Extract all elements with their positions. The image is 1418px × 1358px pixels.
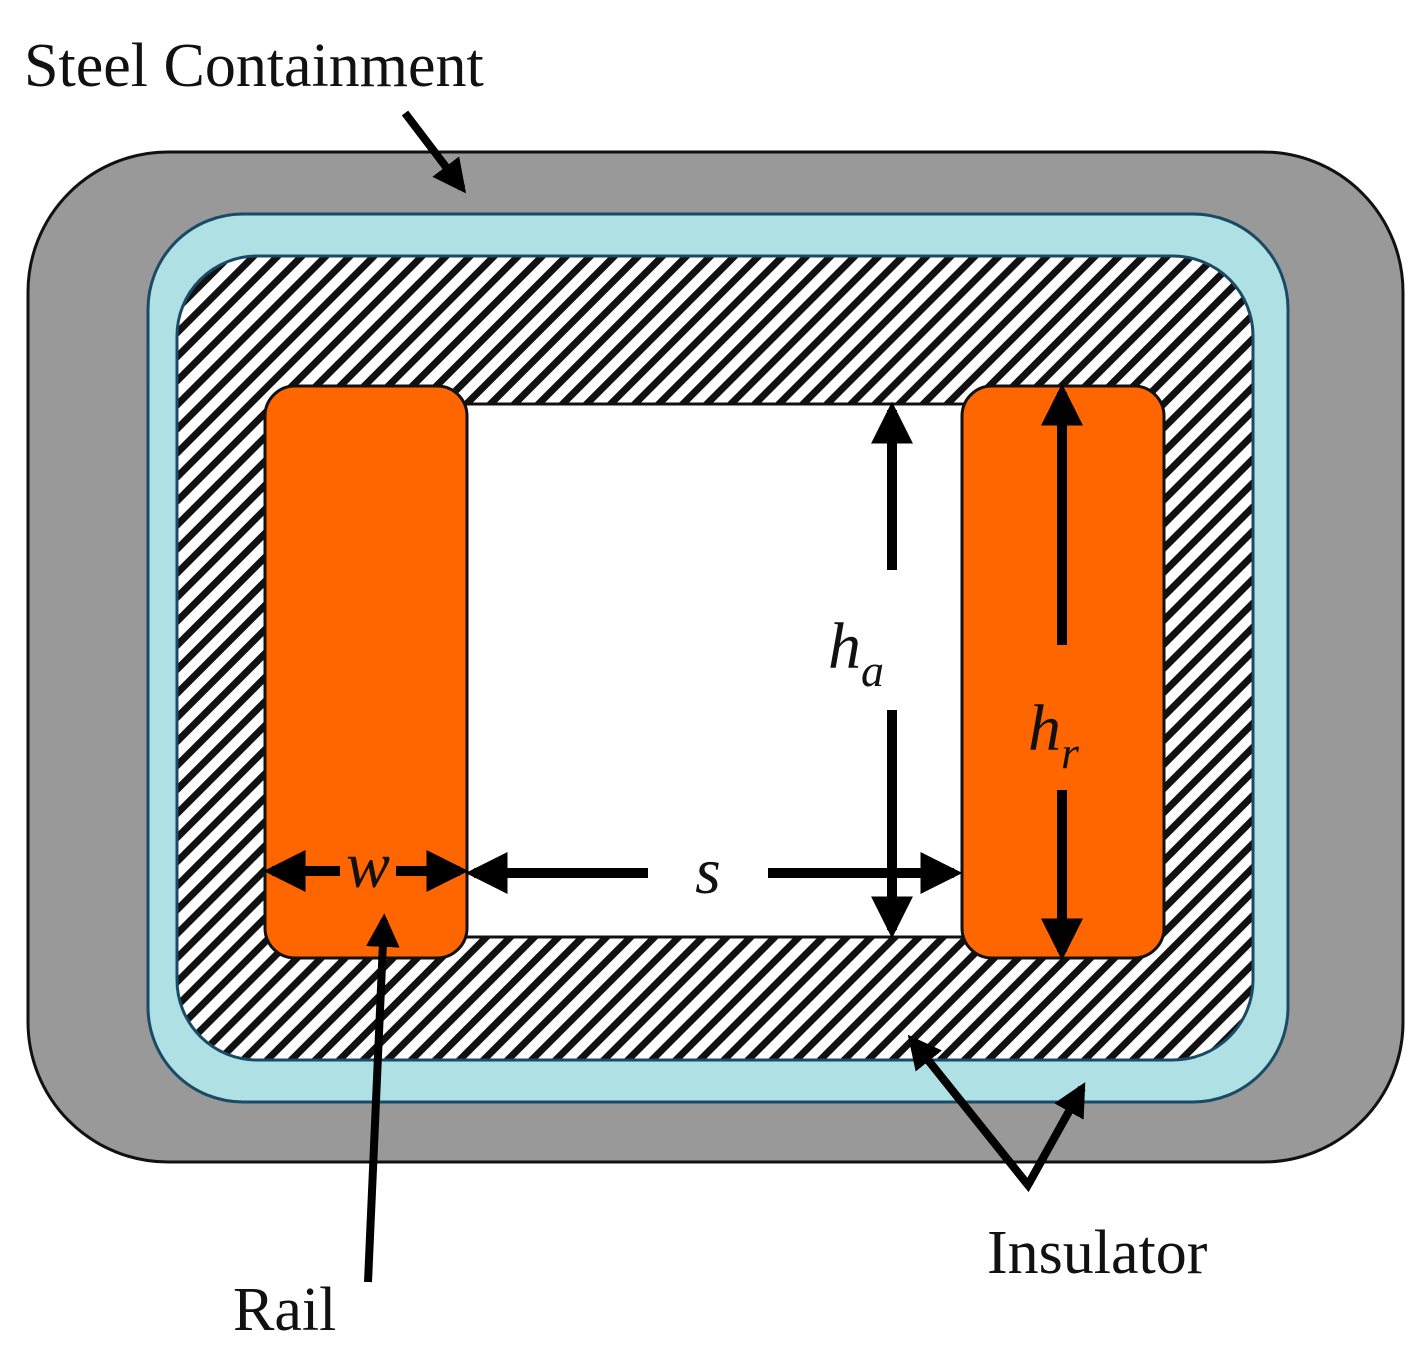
steel-containment-label: Steel Containment [24, 32, 484, 100]
ha-dimension-label: ha [828, 610, 884, 696]
insulator-leader-hatched [907, 1034, 1032, 1188]
rail-label: Rail [233, 1276, 336, 1344]
left-rail [263, 384, 469, 960]
insulator-leader-band [1024, 1082, 1086, 1187]
rail-leader [364, 913, 400, 1283]
w-dimension-label: w [346, 829, 390, 902]
s-dimension-label: s [695, 835, 721, 908]
ha-subscript: a [861, 645, 884, 696]
insulator-label: Insulator [987, 1219, 1208, 1287]
steel-containment-leader [401, 110, 467, 194]
ha-main: h [828, 610, 861, 683]
hr-main: h [1028, 692, 1061, 765]
hr-dimension-label: hr [1028, 692, 1080, 778]
hr-subscript: r [1061, 727, 1080, 778]
